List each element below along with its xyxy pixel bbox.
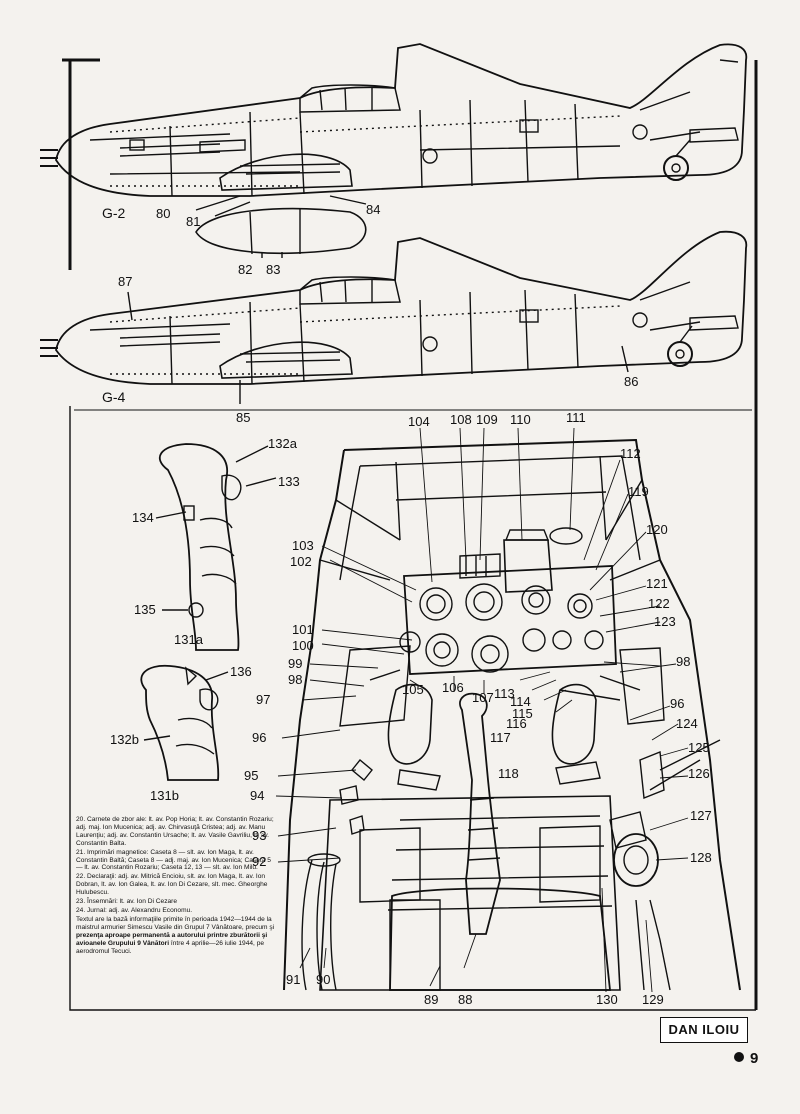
callout-124: 124: [676, 716, 698, 731]
callout-91: 91: [286, 972, 300, 987]
callout-129: 129: [642, 992, 664, 1007]
callout-81: 81: [186, 214, 200, 229]
control-stick-grip-b: [140, 664, 229, 781]
callout-121: 121: [646, 576, 668, 591]
callout-128: 128: [690, 850, 712, 865]
callout-120: 120: [646, 522, 668, 537]
callout-131b: 131b: [150, 788, 179, 803]
callout-83: 83: [266, 262, 280, 277]
callout-87: 87: [118, 274, 132, 289]
callout-98-left: 98: [288, 672, 302, 687]
callout-92: 92: [252, 854, 266, 869]
grip-callouts: 132a 133 134 135 131a 136 132b 131b: [110, 436, 300, 803]
bullet-dot: [734, 1052, 744, 1062]
callout-109: 109: [476, 412, 498, 427]
callout-119: 119: [628, 484, 649, 499]
callout-131a: 131a: [174, 632, 204, 647]
note-22: 22. Declaraţii: adj. av. Mitrică Encioiu…: [76, 873, 268, 897]
callout-125: 125: [688, 740, 710, 755]
callout-130: 130: [596, 992, 618, 1007]
callout-135: 135: [134, 602, 156, 617]
callout-104: 104: [408, 414, 430, 429]
author-credit: DAN ILOIU: [660, 1017, 748, 1043]
g2-profile: [40, 43, 748, 258]
callout-123: 123: [654, 614, 676, 629]
cockpit-callouts: 104 108 109 110 111 112 119 120 121 122 …: [244, 410, 712, 1007]
profile-callouts: 80 81 82 83 84 85 86 87: [118, 202, 638, 425]
callout-82: 82: [238, 262, 252, 277]
callout-115: 115: [512, 706, 533, 721]
leader-lines: [275, 427, 689, 993]
callout-96-left: 96: [252, 730, 266, 745]
callout-106: 106: [442, 680, 464, 695]
callout-99: 99: [288, 656, 302, 671]
callout-84: 84: [366, 202, 380, 217]
callout-132b: 132b: [110, 732, 139, 747]
callout-113: 113: [494, 686, 515, 701]
callout-118: 118: [498, 766, 519, 781]
g4-label: G-4: [102, 389, 126, 405]
callout-108: 108: [450, 412, 472, 427]
callout-117: 117: [490, 730, 511, 745]
callout-93: 93: [252, 828, 266, 843]
callout-100: 100: [292, 638, 314, 653]
note-source-text: Textul are la bază informaţiile primite …: [76, 915, 275, 931]
frame: [62, 58, 758, 1011]
note-source-end: între 4 aprilie—26 iulie 1944, pe aerodr…: [76, 939, 265, 955]
callout-126: 126: [688, 766, 710, 781]
g4-profile: [40, 230, 748, 404]
callout-127: 127: [690, 808, 712, 823]
callout-80: 80: [156, 206, 170, 221]
cockpit-drawing: [283, 438, 741, 991]
footnotes: 20. Carnete de zbor ale: lt. av. Pop Hor…: [76, 816, 276, 956]
callout-101: 101: [292, 622, 314, 637]
callout-105: 105: [402, 682, 424, 697]
note-source-bold: prezenţa aproape permanentă a autorului …: [76, 931, 268, 947]
page-number: 9: [734, 1050, 758, 1067]
callout-90: 90: [316, 972, 330, 987]
callout-136: 136: [230, 664, 252, 679]
callout-111: 111: [566, 410, 586, 425]
page-number-text: 9: [750, 1050, 759, 1067]
note-24: 24. Jurnal: adj. av. Alexandru Economu.: [76, 906, 193, 914]
callout-133: 133: [278, 474, 300, 489]
callout-97: 97: [256, 692, 270, 707]
callout-112: 112: [620, 446, 641, 461]
callout-107: 107: [472, 690, 494, 705]
note-21: 21. Imprimări magnetice: Caseta 8 — slt.…: [76, 848, 271, 872]
callout-103: 103: [292, 538, 314, 553]
callout-110: 110: [510, 412, 531, 427]
g2-label: G-2: [102, 205, 126, 221]
control-stick-grip-a: [155, 443, 277, 651]
callout-132a: 132a: [268, 436, 298, 451]
callout-116: 116: [506, 716, 527, 731]
callout-85: 85: [236, 410, 250, 425]
note-23: 23. Însemnări: lt. av. Ion Di Cezare: [76, 898, 178, 906]
callout-96-right: 96: [670, 696, 684, 711]
callout-86: 86: [624, 374, 638, 389]
callout-122: 122: [648, 596, 670, 611]
callout-88: 88: [458, 992, 472, 1007]
callout-114: 114: [510, 694, 531, 709]
note-20: 20. Carnete de zbor ale: lt. av. Pop Hor…: [76, 816, 274, 847]
callout-134: 134: [132, 510, 154, 525]
callout-94: 94: [250, 788, 264, 803]
note-source: Textul are la bază informaţiile primite …: [76, 916, 276, 956]
callout-102: 102: [290, 554, 312, 569]
callout-95: 95: [244, 768, 258, 783]
callout-98-right: 98: [676, 654, 690, 669]
callout-89: 89: [424, 992, 438, 1007]
